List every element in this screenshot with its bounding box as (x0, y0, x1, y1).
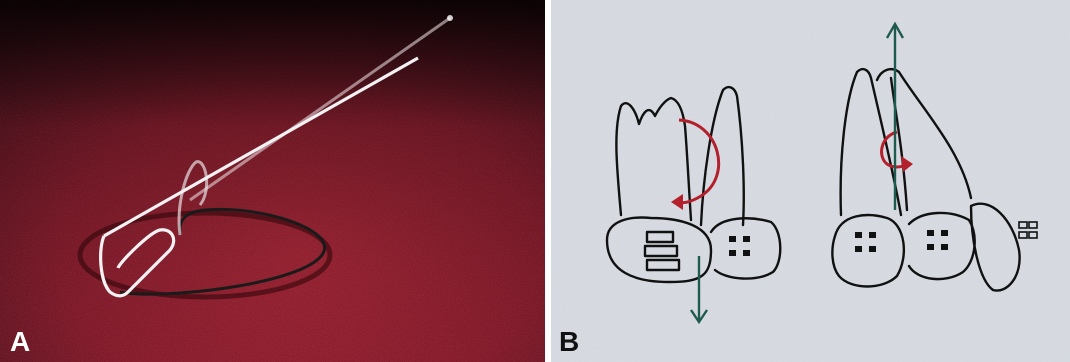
panel-a-photo: A (0, 0, 545, 362)
tooth-rotation-sketch (551, 0, 1070, 362)
panel-label-b: B (559, 328, 579, 356)
wire-spring-photo (0, 0, 545, 362)
panel-b-drawing: B (551, 0, 1070, 362)
panel-label-a: A (10, 328, 30, 356)
